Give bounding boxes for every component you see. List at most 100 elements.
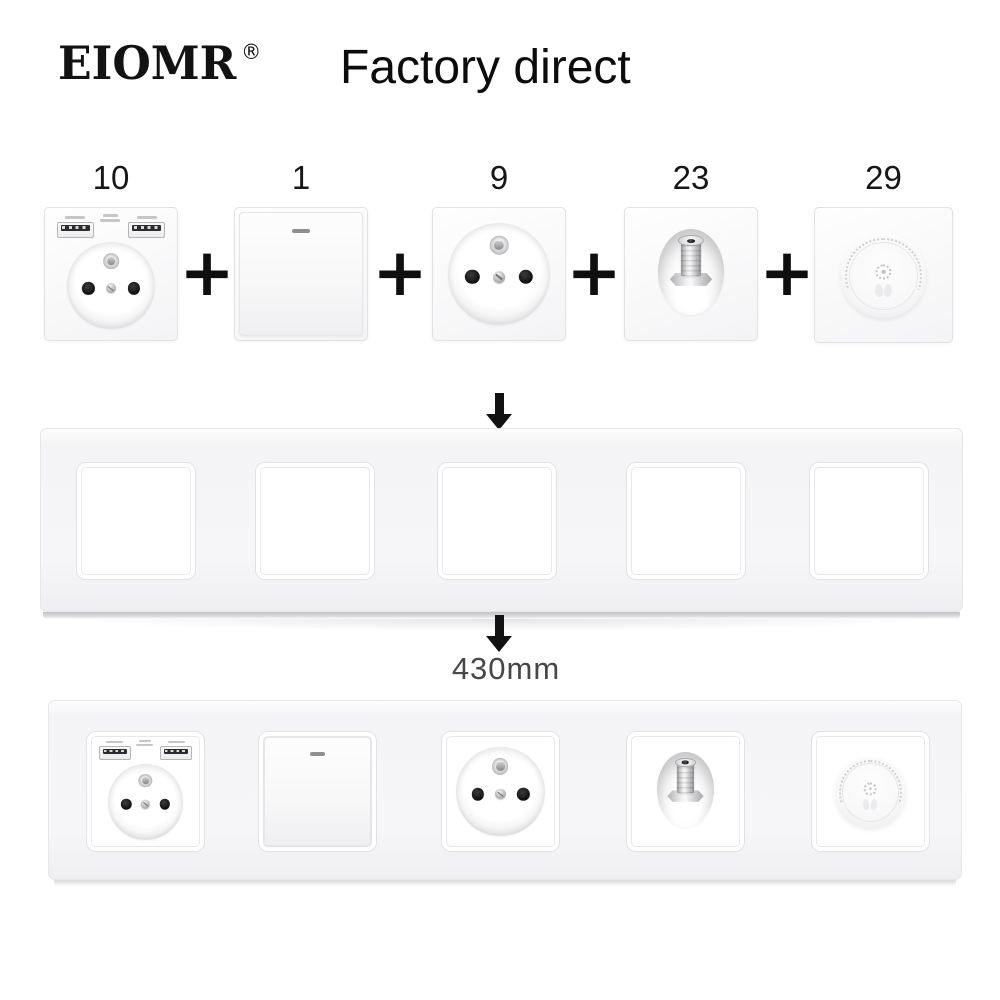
- french-socket-recess: [456, 746, 545, 837]
- switch-indicator-mark: [309, 752, 326, 756]
- frame-opening: [438, 463, 556, 579]
- usb-port-icon: [128, 221, 166, 238]
- assembled-five-gang-panel: [48, 700, 962, 880]
- down-arrow-icon: [486, 393, 512, 430]
- center-screw-icon: [495, 789, 506, 800]
- f-connector-nut: [669, 272, 713, 286]
- module-number: 1: [291, 159, 311, 196]
- frame-opening: [77, 463, 195, 579]
- usb-label-mark: [105, 740, 123, 744]
- plus-icon: +: [566, 234, 622, 311]
- one-gang-switch-module: [234, 207, 368, 341]
- panel-opening-sat-socket: [627, 732, 744, 851]
- socket-hole-left: [120, 798, 132, 810]
- module-slot-usb-socket: 10: [44, 158, 178, 342]
- ground-pin-icon: [492, 758, 509, 775]
- switch-indicator-mark: [291, 228, 311, 233]
- french-socket-recess: [67, 242, 155, 330]
- down-arrow-icon: [486, 615, 512, 652]
- f-connector-barrel: [677, 762, 694, 794]
- usb-label-mark: [168, 740, 186, 744]
- arrow-head: [486, 636, 512, 652]
- switch-rocker: [264, 737, 371, 846]
- panel-opening-french-socket: [442, 732, 559, 851]
- ground-pin-icon: [489, 235, 509, 255]
- rating-label-mark: [100, 219, 121, 222]
- frame-opening: [627, 463, 745, 579]
- french-socket-recess: [108, 763, 183, 840]
- f-connector-tip: [678, 235, 704, 247]
- dimension-label: 430mm: [451, 651, 561, 686]
- center-screw-icon: [493, 271, 505, 283]
- module-slot-dimmer: 29: [814, 158, 953, 343]
- socket-hole-left: [471, 787, 484, 801]
- f-connector-nut: [667, 790, 704, 802]
- satellite-tv-socket-module: [624, 207, 758, 341]
- arrow-head: [486, 414, 512, 430]
- knob-pointer-mark: [883, 283, 893, 297]
- socket-hole-right: [127, 282, 140, 295]
- rating-label-mark: [138, 739, 152, 742]
- frame-opening: [256, 463, 374, 579]
- panel-bottom-edge: [54, 880, 956, 886]
- module-slot-french-socket: 9: [432, 158, 566, 342]
- bulb-icon: [864, 782, 877, 796]
- one-gang-switch-module: [261, 734, 374, 849]
- ground-pin-metal: [494, 240, 504, 250]
- ground-pin-metal: [106, 257, 116, 266]
- center-screw-icon: [141, 799, 150, 809]
- socket-hole-left: [82, 282, 95, 295]
- f-connector-tip: [674, 757, 697, 768]
- usb-port-icon: [99, 746, 131, 760]
- dimmer-knob: [841, 234, 926, 318]
- module-number: 29: [865, 159, 902, 196]
- usb-label-mark: [64, 215, 85, 219]
- center-screw-icon: [105, 283, 116, 294]
- dimmer-module: [814, 207, 953, 343]
- plus-icon: +: [759, 234, 815, 311]
- switch-rocker: [238, 211, 364, 337]
- french-socket-module: [432, 207, 566, 341]
- usb-port-icon: [160, 746, 192, 760]
- knob-pointer-mark: [874, 283, 884, 297]
- module-slot-switch: 1: [234, 158, 368, 342]
- frame-opening: [810, 463, 928, 579]
- registered-trademark-icon: ®: [241, 40, 262, 64]
- empty-five-gang-frame: [40, 428, 963, 612]
- module-number: 9: [489, 159, 509, 196]
- arrow-stem: [494, 393, 504, 414]
- page-title: Factory direct: [340, 41, 631, 94]
- dimmer-module: [814, 734, 927, 849]
- usb-french-socket-module: [44, 207, 178, 341]
- french-socket-recess: [447, 222, 551, 326]
- socket-hole-right: [159, 798, 171, 810]
- module-slot-sat-socket: 23: [624, 158, 758, 342]
- usb-port-icon: [56, 221, 94, 238]
- knob-pointer-mark: [870, 798, 879, 810]
- panel-opening-dimmer: [812, 732, 929, 851]
- brand-logo: EIOMR®: [58, 36, 261, 90]
- ground-pin-metal: [496, 762, 505, 771]
- brand-name: EIOMR: [58, 36, 237, 90]
- ground-pin-icon: [138, 773, 153, 788]
- rating-label-mark: [103, 214, 118, 217]
- module-number: 23: [672, 159, 710, 196]
- arrow-stem: [494, 615, 504, 636]
- module-number: 10: [92, 159, 130, 196]
- f-connector-barrel: [681, 240, 701, 276]
- usb-french-socket-module: [89, 734, 202, 849]
- bulb-icon: [875, 264, 892, 280]
- socket-hole-right: [517, 787, 530, 801]
- socket-hole-left: [465, 269, 480, 285]
- french-socket-module: [444, 734, 557, 849]
- satellite-tv-socket-module: [629, 734, 742, 849]
- socket-hole-right: [518, 269, 533, 285]
- panel-opening-usb-socket: [87, 732, 204, 851]
- usb-label-mark: [137, 215, 158, 219]
- rating-label-mark: [136, 743, 154, 747]
- ground-pin-icon: [103, 253, 119, 270]
- panel-opening-switch: [259, 732, 376, 851]
- knob-pointer-mark: [862, 798, 871, 810]
- plus-icon: +: [179, 234, 235, 311]
